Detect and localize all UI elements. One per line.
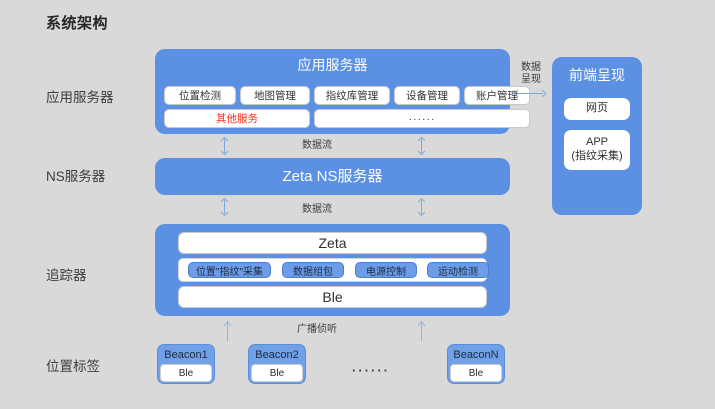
beacon-1[interactable]: Beacon1 Ble	[157, 344, 215, 384]
row-label-location-tag: 位置标签	[46, 359, 100, 374]
ns-server-panel: Zeta NS服务器	[155, 158, 510, 195]
row-label-ns-server: NS服务器	[46, 169, 106, 184]
beacon-n[interactable]: BeaconN Ble	[447, 344, 505, 384]
tracker-panel: Zeta 位置"指纹"采集 数据组包 电源控制 运动检测 Ble	[155, 224, 510, 316]
beacon-2[interactable]: Beacon2 Ble	[248, 344, 306, 384]
service-box-location-detection[interactable]: 位置检测	[164, 86, 236, 105]
row-label-app-server: 应用服务器	[46, 90, 114, 105]
service-box-fingerprint-library[interactable]: 指纹库管理	[314, 86, 390, 105]
beacon-n-name: BeaconN	[453, 349, 499, 361]
arrow-up-broadcast-left	[223, 320, 232, 341]
service-box-map-management[interactable]: 地图管理	[240, 86, 310, 105]
beacon-1-name: Beacon1	[164, 349, 208, 361]
frontend-item-app[interactable]: APP (指纹采集)	[564, 130, 630, 170]
beacon-1-ble: Ble	[160, 364, 212, 383]
app-server-title: 应用服务器	[297, 57, 368, 73]
frontend-panel: 前端呈现 网页 APP (指纹采集)	[552, 57, 642, 215]
tracker-module-motion-detection[interactable]: 运动检测	[427, 262, 489, 278]
frontend-title: 前端呈现	[569, 67, 625, 83]
frontend-item-webpage[interactable]: 网页	[564, 98, 630, 120]
connector-label-dataflow-bottom: 数据流	[302, 204, 332, 215]
arrow-vertical-dataflow-top-left	[220, 136, 229, 156]
arrow-vertical-dataflow-top-right	[417, 136, 426, 156]
tracker-module-data-packaging[interactable]: 数据组包	[282, 262, 344, 278]
tracker-module-fingerprint-collect[interactable]: 位置"指纹"采集	[188, 262, 271, 278]
arrow-vertical-dataflow-bottom-left	[220, 197, 229, 217]
ns-server-title: Zeta NS服务器	[282, 168, 383, 185]
connector-label-broadcast: 广播侦听	[297, 324, 337, 335]
beacon-2-name: Beacon2	[255, 349, 299, 361]
tracker-module-power-control[interactable]: 电源控制	[355, 262, 417, 278]
arrow-vertical-dataflow-bottom-right	[417, 197, 426, 217]
app-server-panel: 应用服务器 位置检测 地图管理 指纹库管理 设备管理 账户管理 其他服务 ···…	[155, 49, 530, 134]
tracker-box-zeta[interactable]: Zeta	[178, 232, 487, 254]
service-box-device-management[interactable]: 设备管理	[394, 86, 460, 105]
connector-label-data-present: 数据 呈现	[521, 62, 541, 85]
connector-label-dataflow-top: 数据流	[302, 140, 332, 151]
row-label-tracker: 追踪器	[46, 268, 87, 283]
page-title: 系统架构	[46, 15, 109, 32]
service-box-other-services[interactable]: 其他服务	[164, 109, 310, 128]
arrow-up-broadcast-right	[417, 320, 426, 341]
beacon-ellipsis: ······	[352, 363, 390, 378]
beacon-n-ble: Ble	[450, 364, 502, 383]
service-box-account-management[interactable]: 账户管理	[464, 86, 530, 105]
beacon-2-ble: Ble	[251, 364, 303, 383]
tracker-box-ble[interactable]: Ble	[178, 286, 487, 308]
service-box-more[interactable]: ······	[314, 109, 530, 128]
arrow-horizontal-data-present	[513, 89, 547, 98]
